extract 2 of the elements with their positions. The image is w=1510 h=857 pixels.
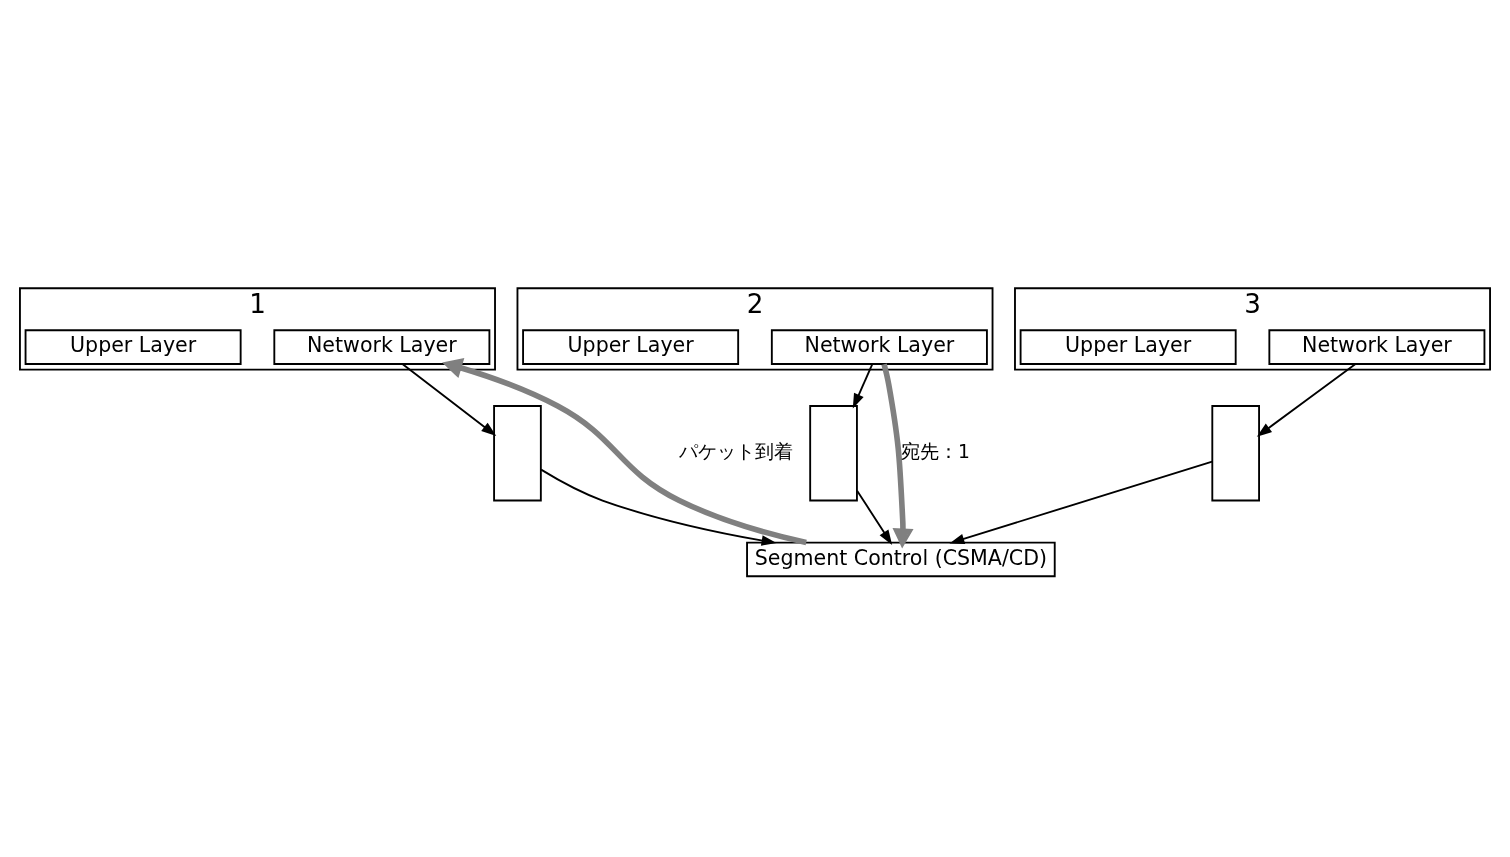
edge-label: 宛先：1 [901, 440, 970, 462]
edge-label: パケット到着 [679, 440, 794, 462]
